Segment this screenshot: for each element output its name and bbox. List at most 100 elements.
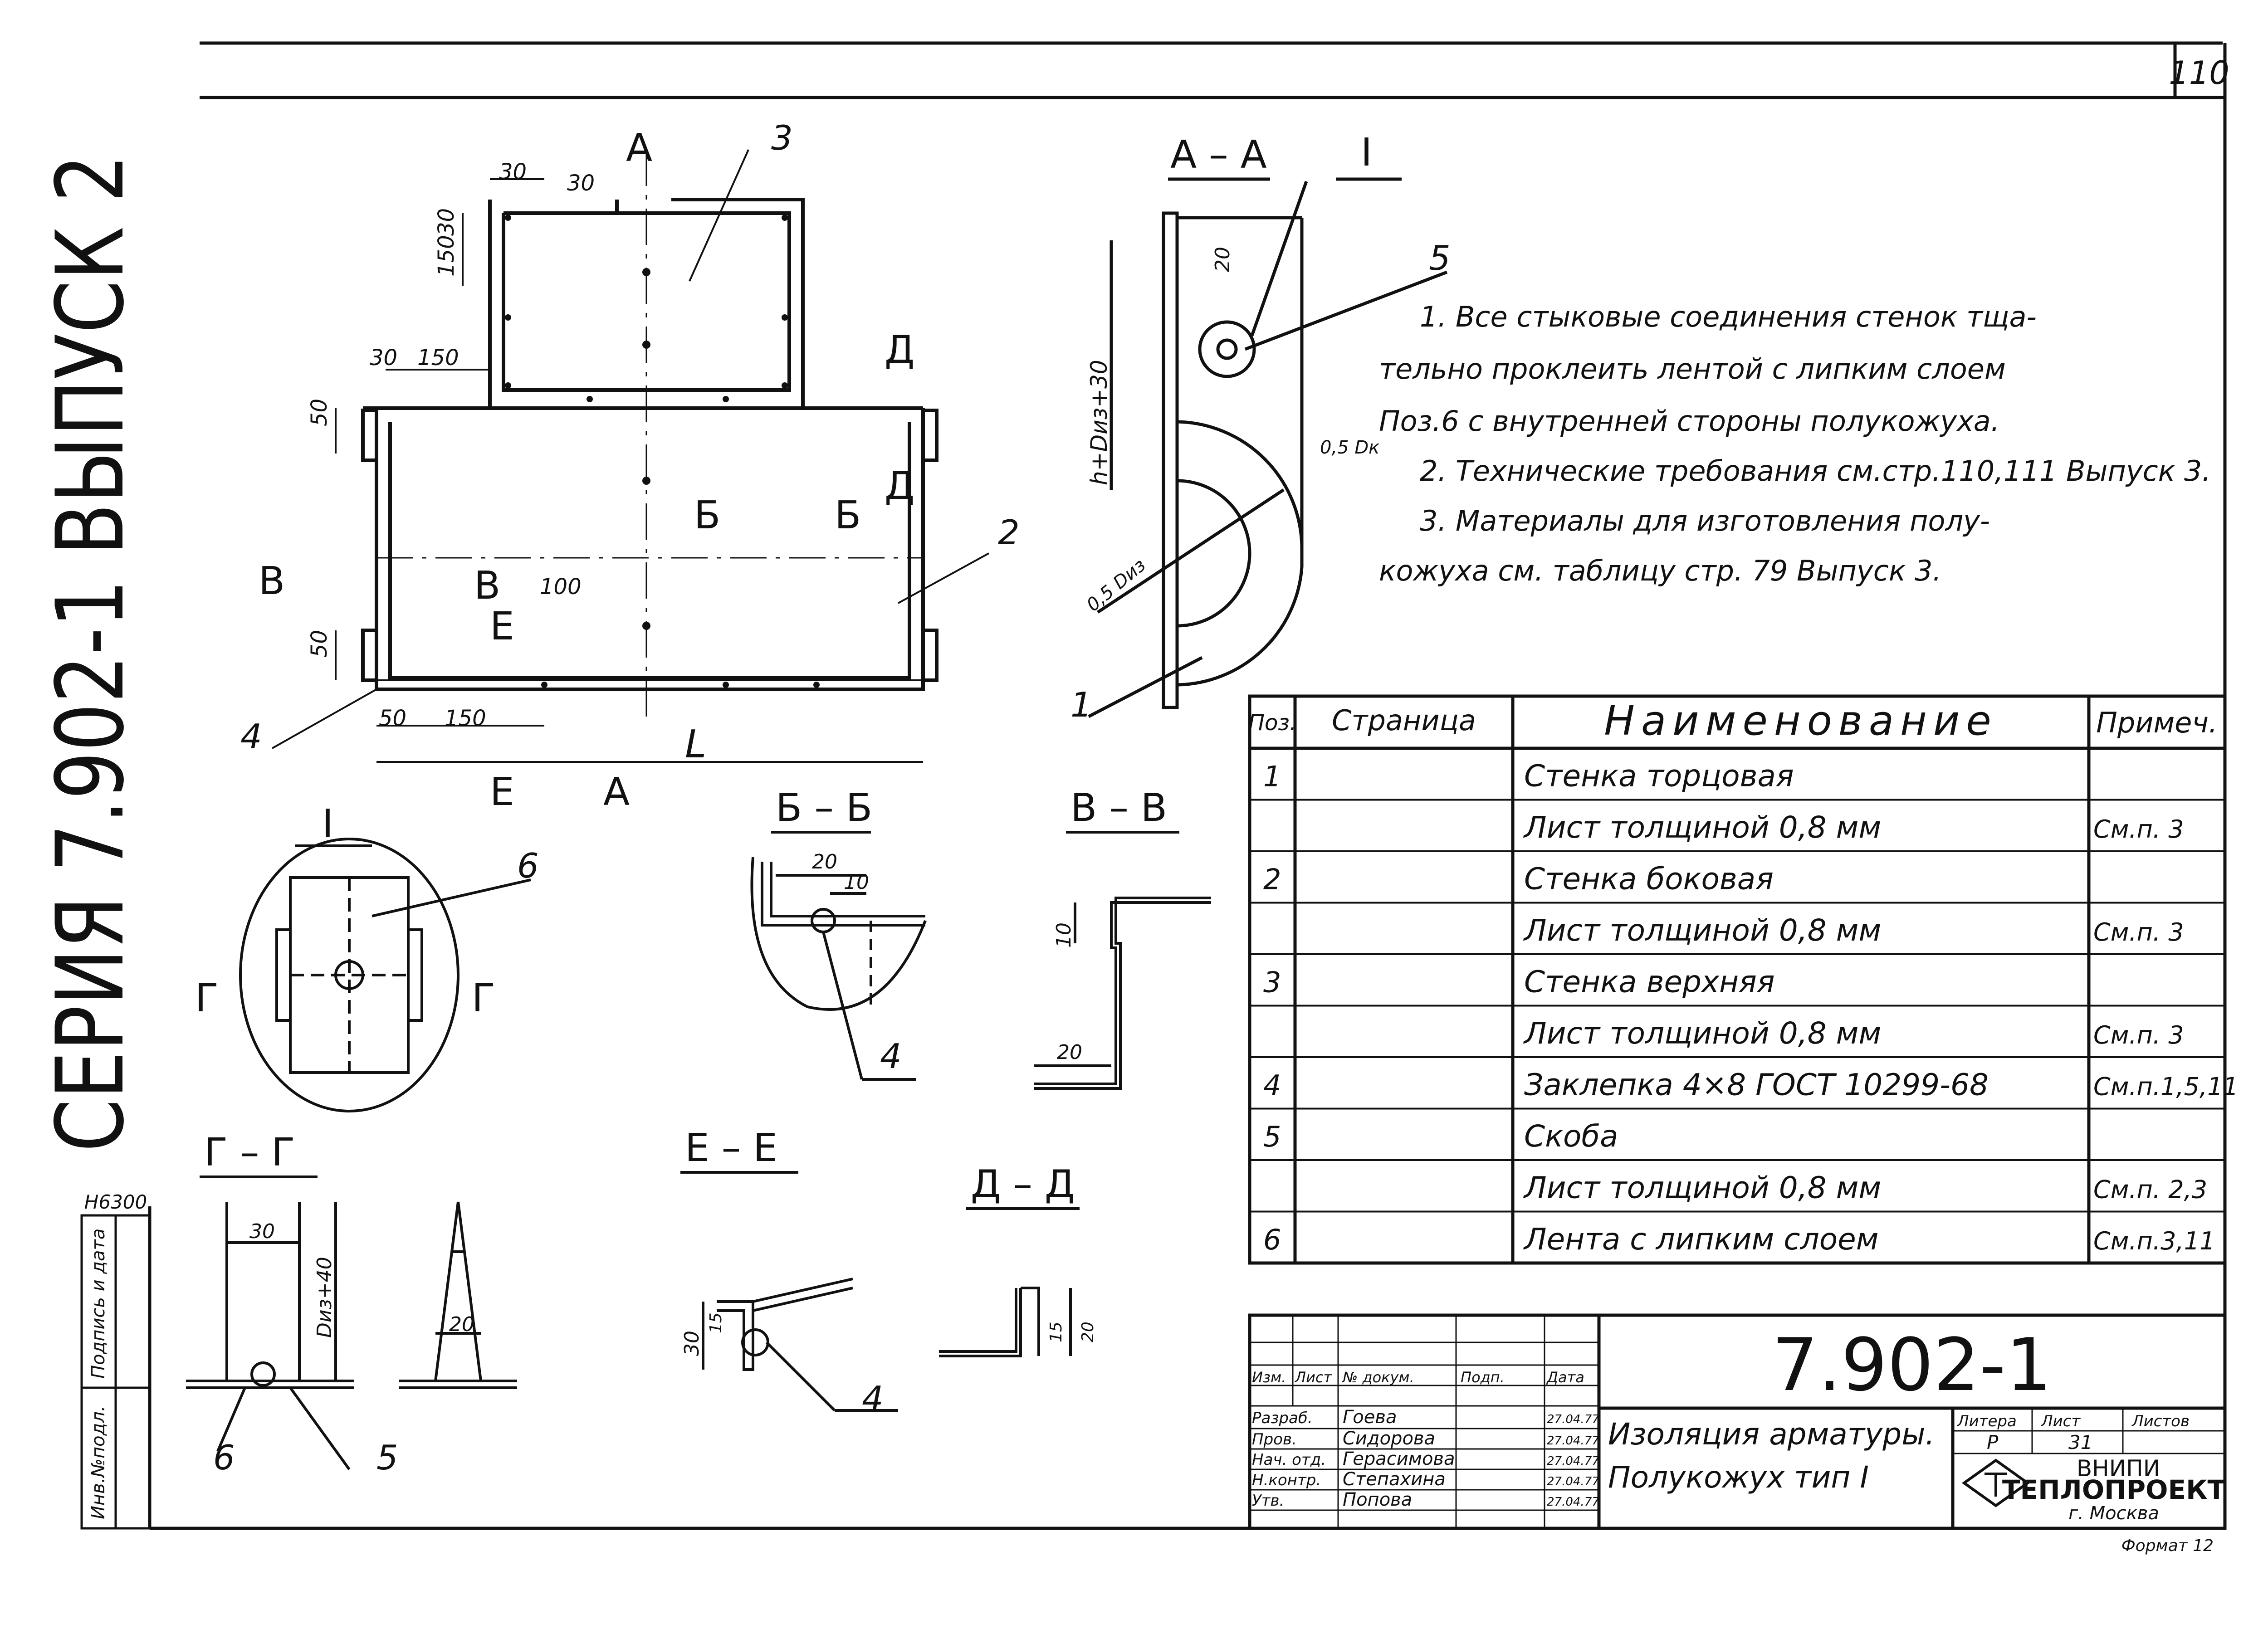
svg-text:Литера: Литера	[1956, 1412, 2017, 1430]
svg-text:1: 1	[1070, 685, 1092, 725]
svg-text:4: 4	[240, 717, 262, 756]
svg-text:Дата: Дата	[1546, 1369, 1584, 1386]
section-ee-title: Е – Е	[685, 1126, 777, 1171]
svg-text:Д: Д	[885, 463, 914, 508]
svg-text:2: 2	[998, 512, 1020, 552]
spec-note: См.п. 3	[2093, 815, 2184, 844]
svg-text:20: 20	[449, 1313, 474, 1336]
section-gg-title: Г – Г	[204, 1130, 295, 1175]
spec-name: Скоба	[1524, 1119, 1618, 1154]
svg-text:31: 31	[2068, 1431, 2092, 1454]
inventory-block	[80, 1214, 151, 1530]
inventory-cell-number: Инв.№подл.	[88, 1405, 109, 1519]
sign-date: 27.04.77	[1547, 1413, 1599, 1426]
svg-text:Лист: Лист	[2040, 1412, 2081, 1430]
svg-text:150: 150	[434, 235, 459, 277]
svg-text:А: А	[626, 126, 652, 171]
spec-pos: 1	[1263, 760, 1281, 793]
section-bb-view	[750, 831, 927, 1081]
svg-text:150: 150	[417, 345, 459, 371]
svg-text:Е: Е	[490, 604, 514, 649]
sign-name: Попова	[1343, 1489, 1412, 1510]
section-gg-view	[186, 1176, 517, 1470]
spec-name: Заклепка 4×8 ГОСТ 10299-68	[1524, 1068, 1989, 1102]
sign-role: Утв.	[1252, 1492, 1284, 1510]
svg-text:Е: Е	[490, 770, 514, 815]
sign-name: Герасимова	[1343, 1449, 1455, 1469]
svg-text:30: 30	[249, 1220, 275, 1243]
svg-text:30: 30	[434, 208, 459, 236]
section-aa-title: А – А	[1170, 132, 1267, 177]
spec-name: Стенка верхняя	[1524, 965, 1775, 1000]
svg-text:4: 4	[880, 1036, 902, 1076]
spec-pos: 5	[1263, 1120, 1281, 1153]
spec-note: См.п. 2,3	[2093, 1176, 2207, 1204]
note-line-3: Поз.6 с внутренней стороны полукожуха.	[1379, 405, 2000, 438]
svg-text:15: 15	[1047, 1322, 1066, 1342]
spec-note: См.п. 3	[2093, 918, 2184, 946]
svg-text:Листов: Листов	[2131, 1412, 2190, 1430]
section-aa-view	[1088, 177, 1448, 718]
svg-text:Б: Б	[835, 493, 861, 538]
sign-name: Гоева	[1343, 1407, 1397, 1428]
sign-date: 27.04.77	[1547, 1475, 1599, 1488]
svg-text:150: 150	[445, 706, 486, 731]
sign-date: 27.04.77	[1547, 1434, 1599, 1448]
svg-text:5: 5	[1429, 238, 1451, 278]
sign-name: Сидорова	[1343, 1428, 1435, 1449]
sign-date: 27.04.77	[1547, 1495, 1599, 1509]
notes-block: 1. Все стыковые соединения стенок тща- т…	[1379, 300, 2211, 587]
spec-header-name: Наименование	[1604, 697, 1997, 745]
spec-name: Лист толщиной 0,8 мм	[1523, 1171, 1881, 1205]
svg-text:30: 30	[680, 1331, 704, 1356]
doc-title-1: Изоляция арматуры.	[1608, 1417, 1935, 1452]
svg-text:В: В	[474, 563, 500, 608]
spec-name: Лист толщиной 0,8 мм	[1523, 1016, 1881, 1051]
section-ee-view	[680, 1171, 898, 1412]
svg-text:6: 6	[213, 1438, 235, 1478]
svg-text:ВНИПИ: ВНИПИ	[2077, 1455, 2160, 1482]
svg-text:Dиз+40: Dиз+40	[313, 1257, 336, 1338]
inventory-code: Н6300	[84, 1191, 147, 1213]
note-line-4: 2. Технические требования см.стр.110,111…	[1420, 454, 2211, 488]
svg-text:№ докум.: № докум.	[1342, 1369, 1414, 1386]
section-bb-title: Б – Б	[776, 785, 872, 830]
spec-note: См.п.1,5,11	[2093, 1073, 2239, 1101]
detail-i-marker: I	[1361, 130, 1372, 175]
sign-role: Разраб.	[1252, 1409, 1313, 1427]
spec-pos: 2	[1263, 863, 1281, 896]
svg-text:Д: Д	[885, 327, 914, 372]
spec-note: См.п. 3	[2093, 1021, 2184, 1049]
spec-name: Лист толщиной 0,8 мм	[1523, 810, 1881, 845]
rivet-marks	[505, 215, 820, 688]
svg-text:5: 5	[376, 1438, 398, 1478]
svg-text:А: А	[603, 770, 630, 815]
spec-header-note: Примеч.	[2096, 706, 2218, 739]
detail-i-view	[239, 838, 531, 1112]
sign-date: 27.04.77	[1547, 1454, 1599, 1468]
spec-pos: 6	[1263, 1223, 1281, 1256]
title-block: Изм. Лист № докум. Подп. Дата Разраб.Гое…	[1248, 1313, 2227, 1530]
note-line-6: кожуха см. таблицу стр. 79 Выпуск 3.	[1379, 554, 1941, 587]
sign-role: Нач. отд.	[1252, 1451, 1326, 1469]
svg-text:Изм.: Изм.	[1252, 1369, 1286, 1386]
svg-text:15: 15	[707, 1312, 725, 1333]
svg-text:10: 10	[1052, 922, 1075, 948]
note-line-2: тельно проклеить лентой с липким слоем	[1379, 352, 2006, 385]
spec-header-pos: Поз.	[1248, 710, 1296, 736]
svg-text:г. Москва: г. Москва	[2068, 1503, 2159, 1524]
section-dd-title: Д – Д	[971, 1162, 1075, 1207]
svg-text:3: 3	[771, 118, 793, 158]
svg-text:10: 10	[844, 871, 869, 894]
svg-text:20: 20	[1079, 1322, 1097, 1342]
svg-text:20: 20	[1211, 247, 1234, 272]
doc-number: 7.902-1	[1772, 1322, 2052, 1407]
doc-title-2: Полукожух тип I	[1608, 1460, 1869, 1495]
section-vv-title: В – В	[1070, 785, 1167, 830]
svg-text:4: 4	[862, 1379, 884, 1419]
org-logo	[1961, 1458, 2030, 1507]
spec-name: Стенка торцовая	[1524, 759, 1794, 794]
svg-text:50: 50	[307, 630, 332, 658]
spec-name: Стенка боковая	[1524, 862, 1774, 897]
